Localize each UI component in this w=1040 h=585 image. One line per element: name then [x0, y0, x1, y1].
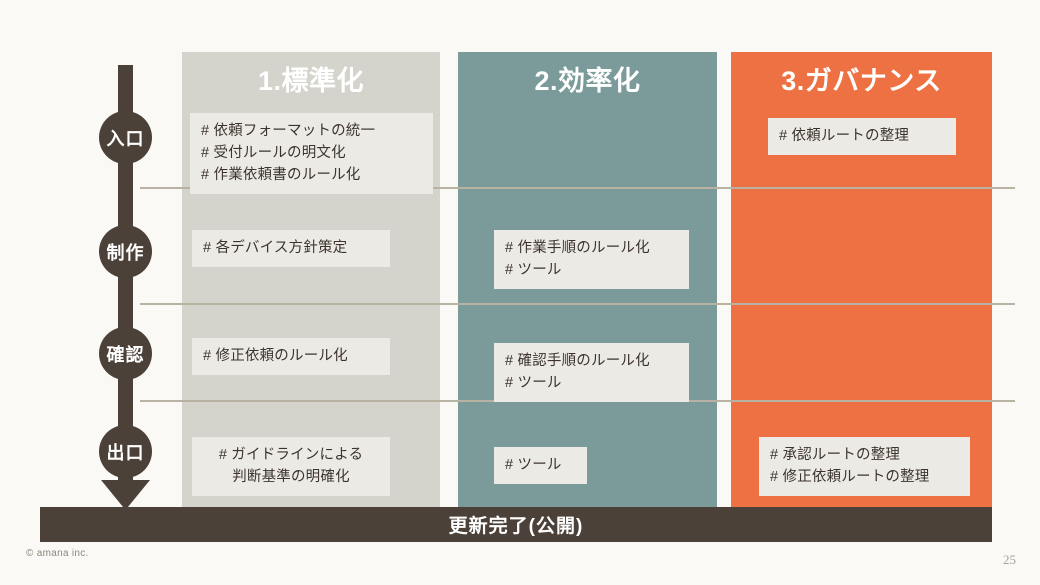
cell-exit-governance: # 承認ルートの整理 # 修正依頼ルートの整理	[759, 437, 970, 497]
cell-entry-standardization: # 依頼フォーマットの統一 # 受付ルールの明文化 # 作業依頼書のルール化	[190, 113, 433, 195]
page-number: 25	[1003, 552, 1016, 567]
cell-production-efficiency: # 作業手順のルール化 # ツール	[494, 230, 689, 290]
stage-node-entry: 入口	[99, 111, 152, 164]
cell-exit-efficiency: # ツール	[494, 447, 587, 485]
column-title-governance: 3.ガバナンス	[781, 65, 942, 96]
stage-label-exit: 出口	[106, 442, 145, 463]
completion-bar-label: 更新完了(公開)	[448, 516, 584, 537]
cell-check-standardization: # 修正依頼のルール化	[192, 338, 390, 376]
stage-node-exit: 出口	[99, 425, 152, 478]
copyright-notice: © amana inc.	[26, 548, 89, 559]
row-separator-entry-production	[140, 187, 1015, 189]
stage-label-production: 制作	[106, 242, 145, 263]
process-flow-spine	[118, 65, 133, 493]
stage-node-production: 制作	[99, 225, 152, 278]
stage-label-entry: 入口	[106, 128, 145, 149]
stage-node-check: 確認	[99, 327, 152, 380]
completion-bar: 更新完了(公開)	[40, 507, 992, 542]
cell-exit-standardization: # ガイドラインによる 判断基準の明確化	[192, 437, 390, 497]
cell-check-efficiency: # 確認手順のルール化 # ツール	[494, 343, 689, 403]
process-flow-arrow-icon	[101, 480, 150, 510]
column-title-standardization: 1.標準化	[257, 65, 365, 96]
stage-label-check: 確認	[106, 344, 145, 365]
column-title-efficiency: 2.効率化	[534, 65, 641, 96]
row-separator-production-check	[140, 303, 1015, 305]
cell-production-standardization: # 各デバイス方針策定	[192, 230, 390, 268]
cell-entry-governance: # 依頼ルートの整理	[768, 118, 956, 156]
